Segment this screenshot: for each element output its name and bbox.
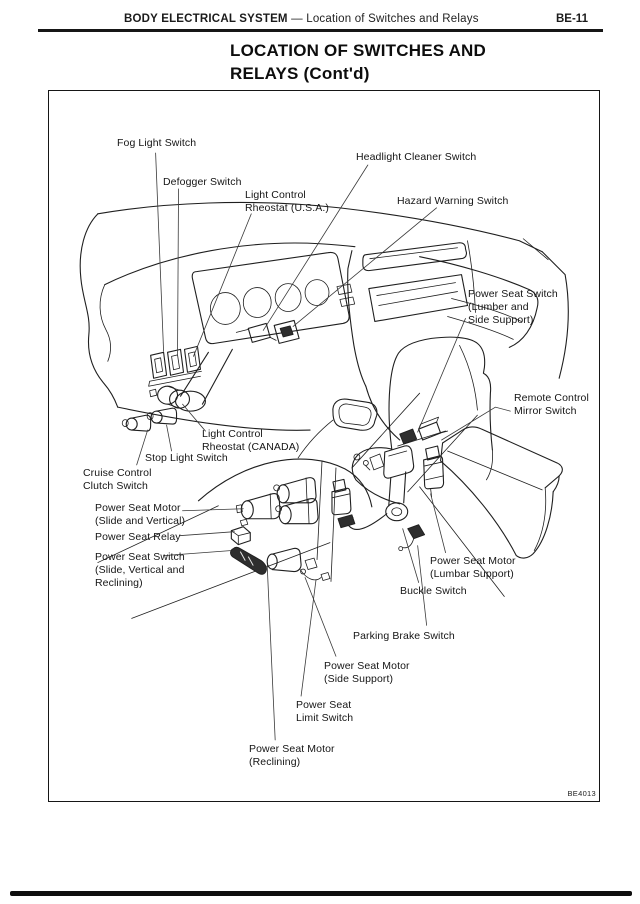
- center-stack-art: [297, 240, 476, 459]
- label-hazard-warning-switch: Hazard Warning Switch: [397, 195, 509, 207]
- page-number: BE-11: [556, 13, 588, 25]
- parking-brake-switch-art: [398, 524, 426, 552]
- console-armrest-box-art: [440, 426, 563, 559]
- steering-column-art: [174, 319, 300, 412]
- page-edge-artifact: [10, 891, 632, 896]
- label-power-seat-switch-slide-vertical-reclining: Power Seat Switch (Slide, Vertical and R…: [95, 551, 185, 589]
- label-power-seat-motor-reclining: Power Seat Motor (Reclining): [249, 743, 335, 768]
- switch-bank-art: [121, 345, 202, 432]
- label-power-seat-limit-switch: Power Seat Limit Switch: [296, 699, 354, 724]
- header-subtitle: Location of Switches and Relays: [306, 13, 479, 25]
- header-separator: —: [291, 13, 303, 25]
- seat-art: [197, 336, 494, 582]
- label-defogger-switch: Defogger Switch: [163, 176, 242, 188]
- label-power-seat-motor-side-support: Power Seat Motor (Side Support): [324, 660, 410, 685]
- label-power-seat-motor-slide-vertical: Power Seat Motor (Slide and Vertical): [95, 502, 186, 527]
- label-remote-control-mirror-switch: Remote Control Mirror Switch: [514, 392, 589, 417]
- seat-side-switch-cluster-art: [397, 416, 448, 447]
- page-title: LOCATION OF SWITCHES AND RELAYS (Cont'd): [230, 41, 487, 83]
- header-section: BODY ELECTRICAL SYSTEM: [124, 13, 288, 25]
- seat-motors-art: [230, 477, 352, 581]
- buckle-art: [337, 445, 415, 530]
- label-headlight-cleaner-switch: Headlight Cleaner Switch: [356, 151, 477, 163]
- label-buckle-switch: Buckle Switch: [400, 585, 467, 597]
- label-power-seat-switch-lumber-side: Power Seat Switch (Lumber and Side Suppo…: [468, 288, 558, 326]
- label-light-control-rheostat-usa: Light Control Rheostat (U.S.A.): [245, 189, 329, 214]
- label-parking-brake-switch: Parking Brake Switch: [353, 630, 455, 642]
- label-power-seat-motor-lumbar-support: Power Seat Motor (Lumbar Support): [430, 555, 516, 580]
- figure-box: [48, 90, 600, 802]
- label-cruise-control-clutch-switch: Cruise Control Clutch Switch: [83, 467, 152, 492]
- label-power-seat-relay: Power Seat Relay: [95, 531, 181, 543]
- leader-lines: [136, 152, 511, 741]
- figure-code: BE4013: [567, 789, 596, 798]
- label-fog-light-switch: Fog Light Switch: [117, 137, 197, 149]
- glove-box-art: [419, 256, 539, 411]
- header-rule: [38, 29, 603, 32]
- label-stop-light-switch: Stop Light Switch: [145, 452, 228, 464]
- label-light-control-rheostat-canada: Light Control Rheostat (CANADA): [202, 428, 300, 453]
- dashboard-art: [79, 201, 569, 431]
- page-header: BODY ELECTRICAL SYSTEM — Location of Swi…: [124, 13, 479, 25]
- switch-location-diagram: [79, 152, 569, 741]
- instrument-cluster-art: [191, 251, 356, 345]
